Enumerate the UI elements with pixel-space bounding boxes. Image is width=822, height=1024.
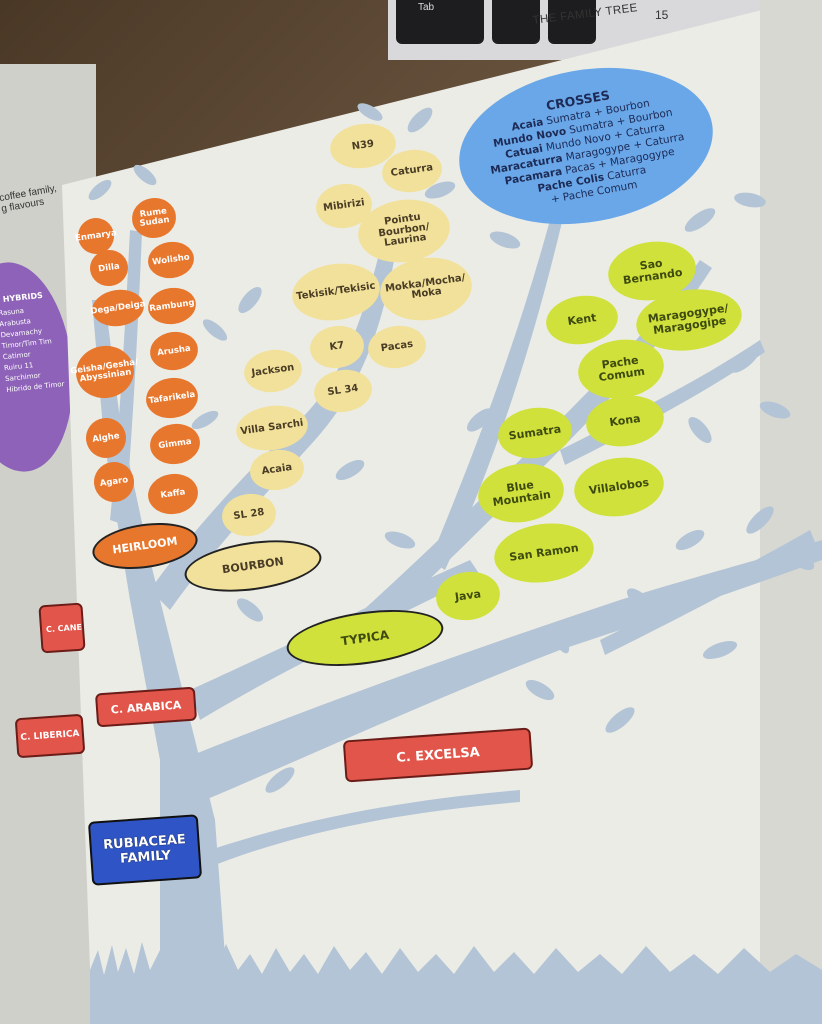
arabica-tag: C. ARABICA — [94, 686, 198, 728]
keyboard-key — [548, 0, 596, 44]
tab-key — [396, 0, 484, 44]
canephora-tag: C. CANEPHORA — [38, 602, 86, 654]
rubiaceae-family-tag: RUBIACEAE FAMILY — [87, 814, 203, 886]
tab-key-label: Tab — [418, 2, 435, 13]
liberica-tag: C. LIBERICA — [14, 713, 86, 759]
page-number: 15 — [655, 8, 669, 22]
keyboard-key — [492, 0, 540, 44]
grass-illustration — [90, 942, 822, 1024]
